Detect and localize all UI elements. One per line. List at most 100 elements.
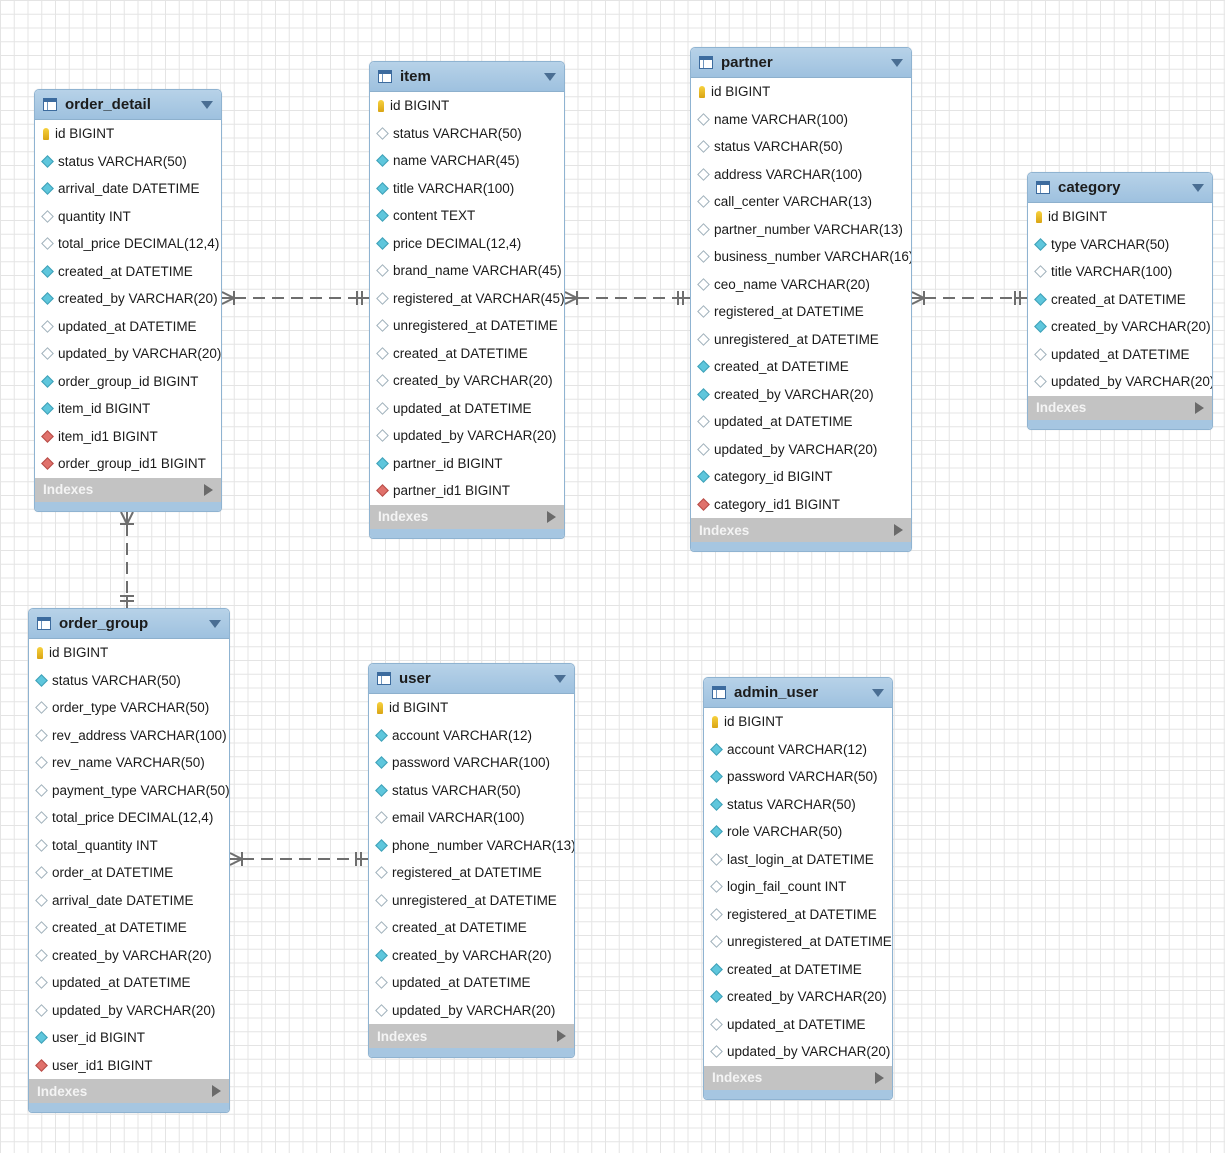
column-row[interactable]: updated_at DATETIME <box>704 1011 892 1039</box>
expand-arrow-icon[interactable] <box>1195 401 1204 414</box>
column-row[interactable]: updated_at DATETIME <box>1028 341 1212 369</box>
column-row[interactable]: order_at DATETIME <box>29 859 229 887</box>
column-row[interactable]: content TEXT <box>370 202 564 230</box>
column-row[interactable]: created_at DATETIME <box>704 956 892 984</box>
column-row[interactable]: rev_name VARCHAR(50) <box>29 749 229 777</box>
column-row[interactable]: rev_address VARCHAR(100) <box>29 722 229 750</box>
column-row[interactable]: unregistered_at DATETIME <box>370 312 564 340</box>
column-row[interactable]: created_by VARCHAR(20) <box>370 367 564 395</box>
column-row[interactable]: title VARCHAR(100) <box>1028 258 1212 286</box>
expand-arrow-icon[interactable] <box>875 1071 884 1084</box>
indexes-bar[interactable]: Indexes <box>1028 395 1212 420</box>
column-row[interactable]: payment_type VARCHAR(50) <box>29 777 229 805</box>
column-row[interactable]: created_by VARCHAR(20) <box>35 285 221 313</box>
column-row[interactable]: created_at DATETIME <box>369 914 574 942</box>
indexes-bar[interactable]: Indexes <box>691 518 911 542</box>
column-row[interactable]: arrival_date DATETIME <box>29 887 229 915</box>
column-row[interactable]: created_at DATETIME <box>1028 286 1212 314</box>
column-row[interactable]: address VARCHAR(100) <box>691 161 911 189</box>
expand-arrow-icon[interactable] <box>204 483 213 496</box>
column-row[interactable]: created_by VARCHAR(20) <box>1028 313 1212 341</box>
column-row[interactable]: unregistered_at DATETIME <box>369 887 574 915</box>
column-row[interactable]: ceo_name VARCHAR(20) <box>691 271 911 299</box>
column-row[interactable]: type VARCHAR(50) <box>1028 231 1212 259</box>
column-row[interactable]: account VARCHAR(12) <box>704 736 892 764</box>
column-row[interactable]: business_number VARCHAR(16) <box>691 243 911 271</box>
column-row[interactable]: category_id1 BIGINT <box>691 491 911 519</box>
expand-arrow-icon[interactable] <box>894 524 903 536</box>
indexes-bar[interactable]: Indexes <box>704 1065 892 1090</box>
column-row[interactable]: item_id BIGINT <box>35 395 221 423</box>
column-row[interactable]: order_group_id1 BIGINT <box>35 450 221 478</box>
column-row[interactable]: updated_at DATETIME <box>29 969 229 997</box>
column-row[interactable]: id BIGINT <box>35 120 221 148</box>
column-row[interactable]: created_at DATETIME <box>370 340 564 368</box>
column-row[interactable]: status VARCHAR(50) <box>704 791 892 819</box>
indexes-bar[interactable]: Indexes <box>35 477 221 502</box>
column-row[interactable]: total_price DECIMAL(12,4) <box>35 230 221 258</box>
column-row[interactable]: password VARCHAR(50) <box>704 763 892 791</box>
column-row[interactable]: updated_by VARCHAR(20) <box>370 422 564 450</box>
column-row[interactable]: id BIGINT <box>369 694 574 722</box>
column-row[interactable]: created_at DATETIME <box>29 914 229 942</box>
table-header[interactable]: category <box>1028 173 1212 203</box>
column-row[interactable]: updated_at DATETIME <box>35 313 221 341</box>
column-row[interactable]: created_at DATETIME <box>35 258 221 286</box>
column-row[interactable]: id BIGINT <box>704 708 892 736</box>
column-row[interactable]: price DECIMAL(12,4) <box>370 230 564 258</box>
column-row[interactable]: user_id1 BIGINT <box>29 1052 229 1080</box>
collapse-arrow-icon[interactable] <box>554 674 566 683</box>
column-row[interactable]: created_by VARCHAR(20) <box>369 942 574 970</box>
column-row[interactable]: call_center VARCHAR(13) <box>691 188 911 216</box>
column-row[interactable]: updated_by VARCHAR(20) <box>35 340 221 368</box>
column-row[interactable]: status VARCHAR(50) <box>370 120 564 148</box>
column-row[interactable]: last_login_at DATETIME <box>704 846 892 874</box>
column-row[interactable]: status VARCHAR(50) <box>29 667 229 695</box>
table-header[interactable]: user <box>369 664 574 694</box>
indexes-bar[interactable]: Indexes <box>29 1079 229 1103</box>
column-row[interactable]: item_id1 BIGINT <box>35 423 221 451</box>
column-row[interactable]: user_id BIGINT <box>29 1024 229 1052</box>
column-row[interactable]: registered_at DATETIME <box>704 901 892 929</box>
column-row[interactable]: total_quantity INT <box>29 832 229 860</box>
column-row[interactable]: id BIGINT <box>29 639 229 667</box>
column-row[interactable]: order_group_id BIGINT <box>35 368 221 396</box>
collapse-arrow-icon[interactable] <box>209 619 221 628</box>
column-row[interactable]: created_by VARCHAR(20) <box>691 381 911 409</box>
table-header[interactable]: item <box>370 62 564 92</box>
column-row[interactable]: partner_number VARCHAR(13) <box>691 216 911 244</box>
column-row[interactable]: unregistered_at DATETIME <box>704 928 892 956</box>
column-row[interactable]: unregistered_at DATETIME <box>691 326 911 354</box>
column-row[interactable]: order_type VARCHAR(50) <box>29 694 229 722</box>
column-row[interactable]: created_by VARCHAR(20) <box>29 942 229 970</box>
column-row[interactable]: quantity INT <box>35 203 221 231</box>
column-row[interactable]: created_at DATETIME <box>691 353 911 381</box>
column-row[interactable]: partner_id BIGINT <box>370 450 564 478</box>
collapse-arrow-icon[interactable] <box>1192 183 1204 192</box>
column-row[interactable]: password VARCHAR(100) <box>369 749 574 777</box>
expand-arrow-icon[interactable] <box>212 1085 221 1097</box>
column-row[interactable]: registered_at DATETIME <box>691 298 911 326</box>
expand-arrow-icon[interactable] <box>547 510 556 523</box>
column-row[interactable]: status VARCHAR(50) <box>35 148 221 176</box>
column-row[interactable]: updated_at DATETIME <box>691 408 911 436</box>
column-row[interactable]: title VARCHAR(100) <box>370 175 564 203</box>
column-row[interactable]: total_price DECIMAL(12,4) <box>29 804 229 832</box>
collapse-arrow-icon[interactable] <box>544 72 556 81</box>
column-row[interactable]: id BIGINT <box>691 78 911 106</box>
column-row[interactable]: name VARCHAR(45) <box>370 147 564 175</box>
indexes-bar[interactable]: Indexes <box>370 504 564 529</box>
column-row[interactable]: brand_name VARCHAR(45) <box>370 257 564 285</box>
collapse-arrow-icon[interactable] <box>201 100 213 109</box>
column-row[interactable]: updated_by VARCHAR(20) <box>691 436 911 464</box>
table-header[interactable]: order_detail <box>35 90 221 120</box>
column-row[interactable]: updated_by VARCHAR(20) <box>369 997 574 1025</box>
collapse-arrow-icon[interactable] <box>872 688 884 697</box>
table-header[interactable]: admin_user <box>704 678 892 708</box>
column-row[interactable]: name VARCHAR(100) <box>691 106 911 134</box>
